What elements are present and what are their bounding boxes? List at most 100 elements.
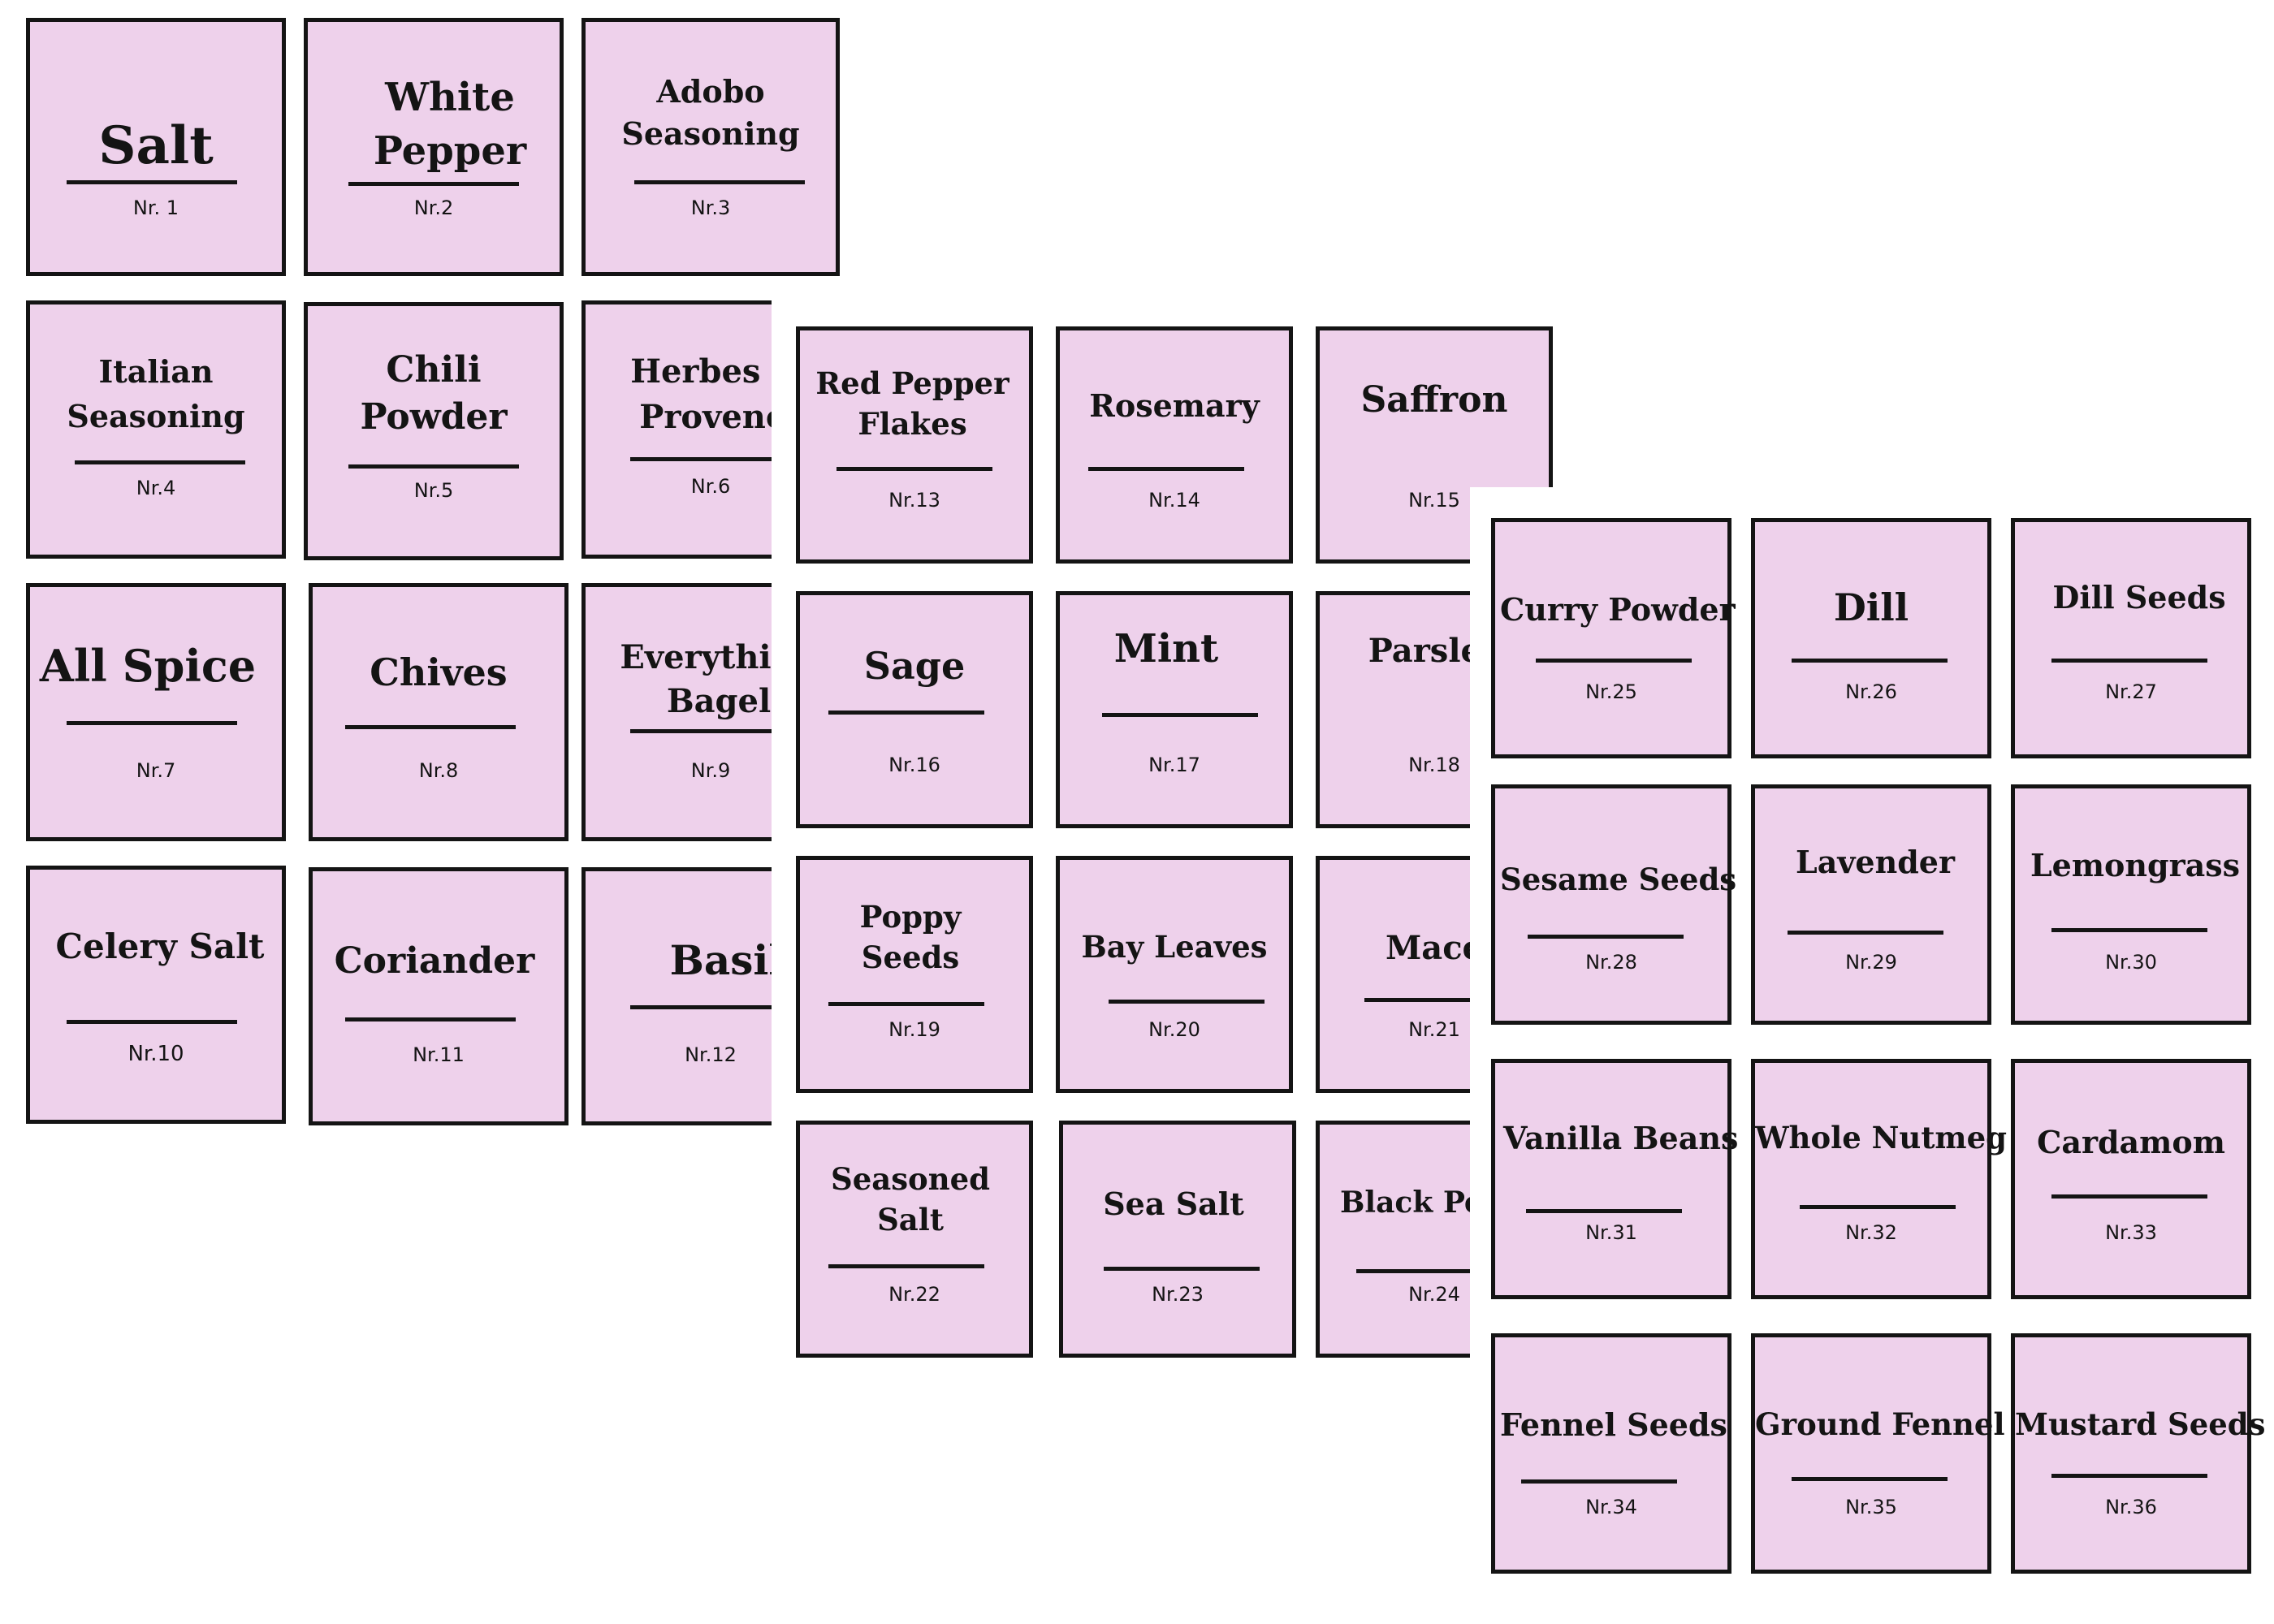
label-divider [67, 721, 237, 725]
label-divider [1800, 1205, 1956, 1209]
label-number: Nr.26 [1845, 680, 1897, 703]
label-divider [348, 182, 519, 186]
label-name: Whole Nutmeg [1755, 1120, 2007, 1155]
label-divider [2051, 659, 2207, 663]
label-number: Nr.29 [1845, 951, 1897, 974]
spice-label-whole-nutmeg: Whole Nutmeg Nr.32 [1751, 1059, 2007, 1299]
label-number: Nr.14 [1148, 489, 1200, 512]
label-number: Nr.36 [2105, 1496, 2157, 1518]
label-number: Nr.5 [413, 479, 454, 502]
label-name: Mace [1386, 929, 1483, 967]
label-name: Rosemary [1089, 387, 1260, 424]
spice-label-italian-seasoning: Italian Seasoning Nr.4 [26, 300, 286, 559]
label-divider [1536, 659, 1692, 663]
label-name: Red Pepper Flakes [815, 365, 1009, 442]
label-number: Nr.33 [2105, 1221, 2157, 1244]
spice-label-poppy-seeds: Poppy Seeds Nr.19 [796, 856, 1033, 1093]
label-number: Nr.6 [690, 475, 731, 498]
label-name: Chives [370, 650, 508, 694]
label-number: Nr.13 [888, 489, 940, 512]
label-divider [630, 457, 801, 461]
label-number: Nr.16 [888, 754, 940, 776]
label-name: Fennel Seeds [1500, 1406, 1727, 1443]
spice-label-sage: Sage Nr.16 [796, 591, 1033, 828]
label-divider [1528, 935, 1684, 939]
label-name: Basil [669, 936, 785, 984]
label-divider [828, 710, 984, 715]
label-name: Sesame Seeds [1500, 862, 1737, 897]
spice-label-curry-powder: Curry Powder Nr.25 [1491, 518, 1736, 758]
label-sheet-1: Salt Nr. 1 White Pepper Nr.2 Adobo Seaso… [0, 0, 869, 1234]
label-divider [348, 464, 519, 469]
label-name: Dill [1833, 585, 1909, 629]
label-divider [2051, 928, 2207, 932]
label-name: Chili Powder [360, 349, 508, 438]
label-name: Salt [98, 115, 214, 176]
label-divider [828, 1264, 984, 1268]
label-divider [2051, 1474, 2207, 1478]
label-number: Nr.10 [128, 1042, 184, 1066]
spice-label-red-pepper-flakes: Red Pepper Flakes Nr.13 [796, 326, 1033, 564]
label-divider [1088, 467, 1244, 471]
spice-label-vanilla-beans: Vanilla Beans Nr.31 [1491, 1059, 1739, 1299]
label-name: Coriander [334, 940, 535, 982]
label-divider [1788, 931, 1943, 935]
label-number: Nr.28 [1585, 951, 1637, 974]
spice-label-white-pepper: White Pepper Nr.2 [304, 18, 564, 276]
spice-label-lavender: Lavender Nr.29 [1751, 784, 1991, 1025]
spice-label-chili-powder: Chili Powder Nr.5 [304, 302, 564, 560]
spice-label-mint: Mint Nr.17 [1056, 591, 1293, 828]
label-name: Lemongrass [2030, 847, 2241, 883]
spice-label-coriander: Coriander Nr.11 [309, 867, 568, 1125]
label-number: Nr.12 [685, 1043, 737, 1066]
label-name: Dill Seeds [2052, 579, 2226, 615]
spice-label-chives: Chives Nr.8 [309, 583, 568, 841]
label-name: Saffron [1360, 379, 1508, 421]
spice-label-bay-leaves: Bay Leaves Nr.20 [1056, 856, 1293, 1093]
label-name: Mint [1113, 626, 1219, 672]
spice-label-sesame-seeds: Sesame Seeds Nr.28 [1491, 784, 1737, 1025]
label-divider [630, 729, 801, 733]
label-number: Nr.34 [1585, 1496, 1637, 1518]
label-divider [1526, 1209, 1682, 1213]
label-number: Nr.18 [1408, 754, 1460, 776]
label-number: Nr.9 [690, 759, 731, 782]
spice-label-lemongrass: Lemongrass Nr.30 [2011, 784, 2251, 1025]
label-name: Italian Seasoning [67, 353, 245, 434]
label-sheet-3: Curry Powder Nr.25 Dill Nr.26 Dill Seeds… [1470, 487, 2274, 1624]
spice-label-dill-seeds: Dill Seeds Nr.27 [2011, 518, 2251, 758]
label-name: Ground Fennel [1755, 1406, 2005, 1442]
label-number: Nr.7 [136, 759, 176, 782]
label-name: Lavender [1796, 844, 1955, 880]
label-divider [630, 1005, 801, 1009]
spice-label-fennel-seeds: Fennel Seeds Nr.34 [1491, 1333, 1731, 1574]
label-name: Vanilla Beans [1503, 1120, 1739, 1156]
label-number: Nr. 1 [132, 197, 179, 219]
label-divider [1792, 1477, 1948, 1481]
label-number: Nr.27 [2105, 680, 2157, 703]
label-number: Nr.35 [1845, 1496, 1897, 1518]
label-number: Nr.25 [1585, 680, 1637, 703]
spice-label-salt: Salt Nr. 1 [26, 18, 286, 276]
label-divider [1104, 1267, 1260, 1271]
spice-label-cardamom: Cardamom Nr.33 [2011, 1059, 2251, 1299]
label-number: Nr.15 [1408, 489, 1460, 512]
label-number: Nr.2 [413, 197, 454, 219]
label-divider [345, 725, 516, 729]
label-divider [828, 1002, 984, 1006]
label-divider [837, 467, 992, 471]
spice-label-rosemary: Rosemary Nr.14 [1056, 326, 1293, 564]
spice-label-mustard-seeds: Mustard Seeds Nr.36 [2011, 1333, 2266, 1574]
label-name: Mustard Seeds [2015, 1406, 2266, 1442]
label-divider [345, 1017, 516, 1021]
label-number: Nr.30 [2105, 951, 2157, 974]
label-number: Nr.31 [1585, 1221, 1637, 1244]
label-name: All Spice [39, 640, 257, 692]
label-divider [1356, 1269, 1512, 1273]
label-name: Bay Leaves [1081, 929, 1268, 965]
label-divider [1792, 659, 1948, 663]
spice-label-dill: Dill Nr.26 [1751, 518, 1991, 758]
spice-label-ground-fennel: Ground Fennel Nr.35 [1751, 1333, 2005, 1574]
label-name: Curry Powder [1500, 591, 1736, 628]
label-number: Nr.32 [1845, 1221, 1897, 1244]
